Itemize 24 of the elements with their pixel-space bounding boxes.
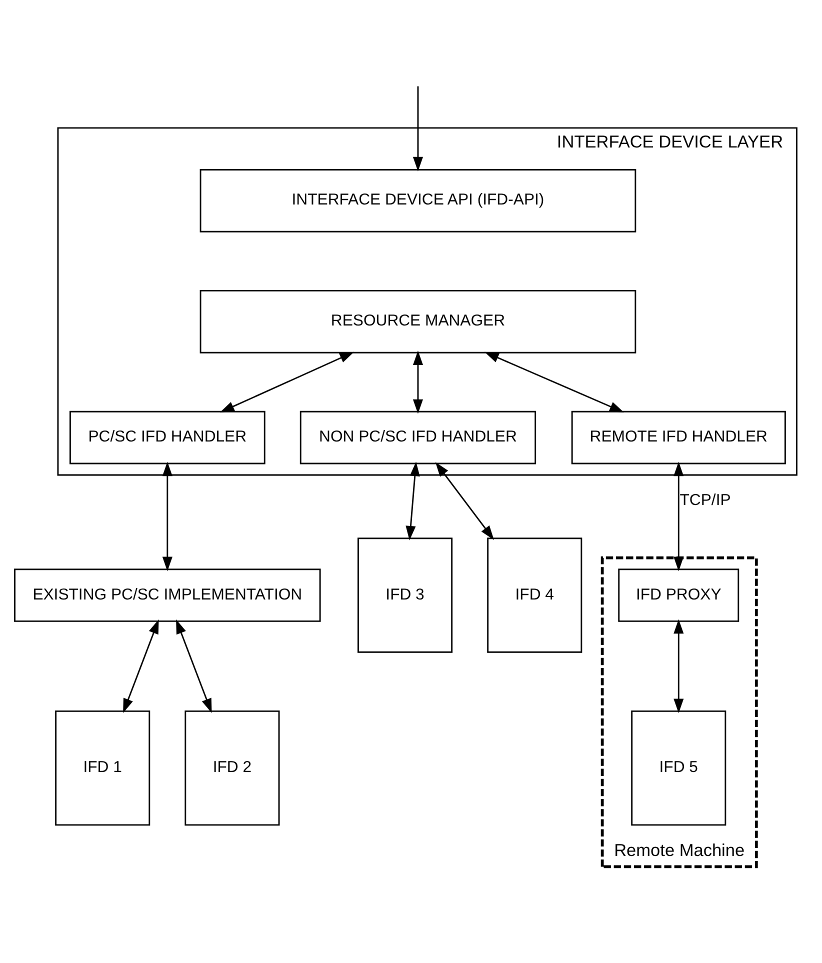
arrow	[484, 352, 624, 412]
node-box: IFD 4	[486, 538, 582, 653]
node-box: IFD PROXY	[618, 568, 739, 622]
arrow	[405, 462, 420, 540]
arrow	[412, 86, 423, 172]
arrow	[673, 619, 684, 714]
arrow	[122, 619, 158, 714]
node-box: RESOURCE MANAGER	[199, 290, 636, 354]
node-box: IFD 5	[630, 710, 726, 826]
arrow	[176, 619, 212, 714]
edge-label: TCP/IP	[679, 492, 730, 509]
node-box: INTERFACE DEVICE API (IFD-API)	[199, 169, 636, 232]
node-box: IFD 3	[357, 538, 452, 653]
node-box: IFD 2	[184, 710, 280, 826]
arrow	[162, 462, 172, 572]
arrow	[219, 352, 354, 412]
arrow	[434, 462, 494, 540]
node-box: IFD 1	[54, 710, 150, 826]
arrow	[673, 462, 684, 572]
node-box: NON PC/SC IFD HANDLER	[299, 410, 536, 464]
node-box: PC/SC IFD HANDLER	[68, 410, 265, 464]
node-box: EXISTING PC/SC IMPLEMENTATION	[14, 568, 320, 622]
arrow	[412, 350, 423, 414]
node-box: REMOTE IFD HANDLER	[570, 410, 786, 464]
